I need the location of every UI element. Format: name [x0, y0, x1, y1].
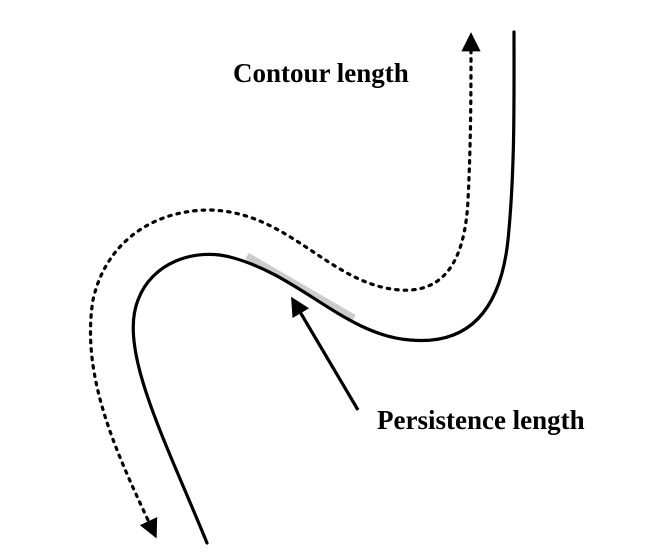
polymer-chain	[131, 30, 516, 545]
contour-length-label: Contour length	[233, 58, 409, 88]
contour-length-arrow	[88, 32, 481, 539]
persistence-pointer-arrow	[291, 296, 360, 411]
persistence-segment	[245, 252, 356, 322]
persistence-length-label: Persistence length	[377, 405, 585, 435]
